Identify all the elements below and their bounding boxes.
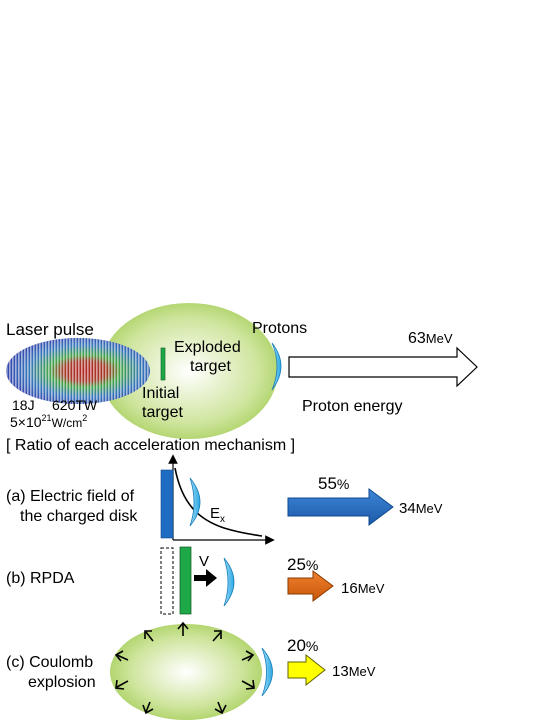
arrow-a	[287, 488, 394, 526]
laser-intensity: 5×1021W/cm2	[10, 413, 87, 430]
mechanism-c-label-1: (c) Coulomb	[6, 654, 93, 671]
ratio-a: 55%	[318, 474, 349, 493]
mechanism-c: (c) Coulomb explosion 20% 13MeV	[6, 621, 376, 720]
mechanism-a: (a) Electric field of the charged disk E…	[6, 454, 443, 545]
proton-bunch-b	[223, 557, 235, 607]
expansion-arrow-lower-left	[115, 679, 129, 690]
coulomb-cloud	[110, 624, 262, 720]
ratio-b: 25%	[287, 555, 318, 574]
max-energy-label: 63MeV	[408, 330, 453, 347]
mechanism-b: (b) RPDA V 25% 16MeV	[6, 546, 385, 615]
laser-energy: 18J	[12, 397, 35, 413]
expansion-arrow-upper-left	[144, 630, 154, 642]
protons-label: Protons	[252, 320, 307, 337]
mechanism-a-label-2: the charged disk	[20, 508, 138, 525]
arrow-b	[287, 570, 334, 602]
moving-foil	[179, 546, 192, 615]
laser-power: 620TW	[52, 397, 98, 413]
exploded-target-cloud	[100, 303, 278, 439]
initial-target-label-1: Initial	[142, 385, 179, 402]
initial-target-label-2: target	[142, 404, 183, 421]
velocity-label: V	[199, 553, 209, 570]
section-title: [ Ratio of each acceleration mechanism ]	[6, 437, 295, 454]
proton-bunch-a	[189, 477, 201, 527]
expansion-arrow-right	[241, 650, 255, 662]
arrow-c	[287, 653, 326, 687]
energy-c: 13MeV	[332, 663, 376, 680]
top-panel: Laser pulse 18J 620TW 5×1021W/cm2 Initia…	[6, 303, 478, 439]
mechanism-a-label-1: (a) Electric field of	[6, 488, 135, 505]
expansion-arrow-left	[114, 650, 129, 662]
expansion-arrow-top	[177, 621, 189, 636]
charged-disk	[160, 469, 174, 539]
ratio-c: 20%	[287, 636, 318, 655]
energy-b: 16MeV	[341, 580, 385, 597]
velocity-arrow	[194, 569, 217, 587]
exploded-target-label-1: Exploded	[174, 339, 241, 356]
expansion-arrows	[114, 621, 255, 715]
proton-energy-arrow	[288, 346, 478, 388]
expansion-arrow-bottom-left	[142, 701, 154, 715]
expansion-arrow-lower-right	[241, 679, 255, 690]
initial-target-foil	[160, 347, 166, 381]
energy-a: 34MeV	[399, 500, 443, 517]
expansion-arrow-bottom-right	[214, 701, 227, 715]
initial-foil-dashed	[160, 547, 174, 615]
proton-bunch-c	[261, 647, 273, 697]
mechanism-b-label: (b) RPDA	[6, 570, 75, 587]
laser-pulse	[6, 338, 150, 404]
laser-pulse-label: Laser pulse	[6, 320, 94, 339]
proton-energy-label: Proton energy	[302, 398, 403, 415]
field-label: Ex	[210, 505, 225, 525]
protons-shape	[271, 342, 282, 391]
mechanism-c-label-2: explosion	[28, 674, 96, 691]
exploded-target-label-2: target	[190, 358, 231, 375]
field-decay-curve	[174, 467, 263, 537]
expansion-arrow-upper-right	[212, 630, 222, 642]
